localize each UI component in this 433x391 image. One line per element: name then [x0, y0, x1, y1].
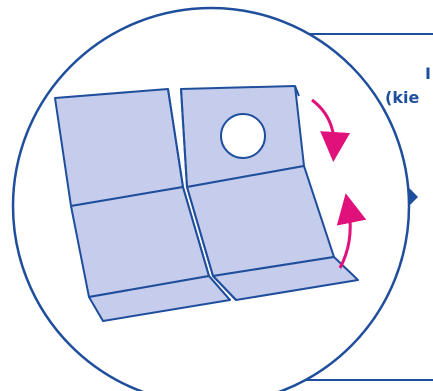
center-fold-line [167, 88, 231, 301]
curved-arrow-up-icon [336, 193, 367, 269]
callout-line-1: I [425, 64, 431, 83]
callout-line-2: (kie [385, 88, 419, 107]
curved-arrow-down-icon [311, 98, 351, 162]
panel-edge-detail [294, 85, 300, 97]
center-fold-line-2 [180, 88, 237, 301]
hole-circle [220, 113, 266, 159]
panel-top-left [54, 88, 184, 207]
